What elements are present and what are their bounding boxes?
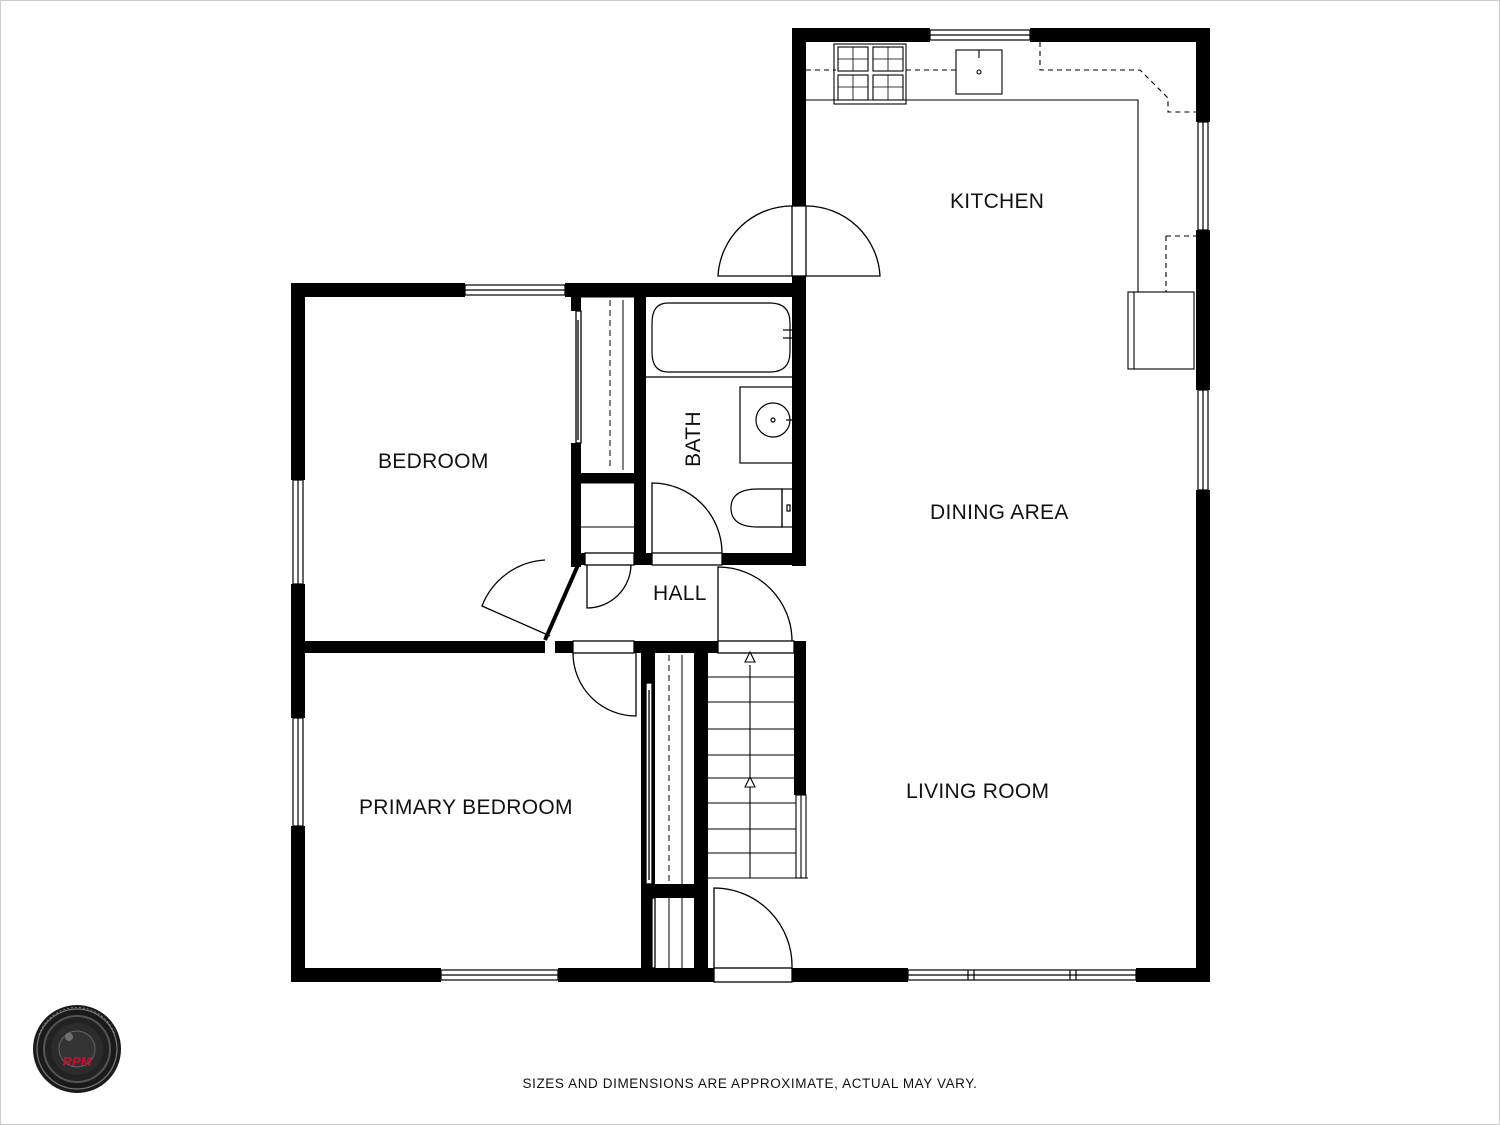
right-wall-a — [1196, 28, 1210, 122]
room-label-living: LIVING ROOM — [906, 780, 1050, 803]
door-swing-bedroom — [481, 559, 551, 637]
room-label-bath: BATH — [681, 411, 705, 467]
kitchen-left-wall-lower — [792, 276, 806, 566]
disclaimer-text: SIZES AND DIMENSIONS ARE APPROXIMATE, AC… — [522, 1076, 978, 1091]
room-label-kitchen: KITCHEN — [950, 190, 1045, 213]
kitchen-top-wall-a — [792, 28, 930, 42]
stair-arrow-lower — [744, 775, 756, 788]
kitchen-top-wall-b — [1030, 28, 1210, 42]
bath-sink-icon — [755, 402, 791, 438]
refrigerator-icon — [1127, 291, 1195, 370]
doors — [481, 205, 881, 983]
toilet-icon — [730, 488, 783, 528]
door-swing-bath — [651, 482, 723, 554]
left-wall-c — [291, 826, 305, 982]
stair-arrow-upper — [744, 650, 756, 663]
door-swing-hall — [717, 566, 793, 642]
right-wall-b — [1196, 230, 1210, 390]
room-label-bedroom: BEDROOM — [378, 450, 489, 473]
room-label-primary-bedroom: PRIMARY BEDROOM — [359, 796, 573, 819]
door-swing-closet — [586, 564, 632, 609]
stairs — [708, 650, 808, 879]
bottom-wall-left-b — [558, 968, 714, 982]
kitchen-left-wall-upper — [792, 28, 806, 206]
bottom-wall-mid — [792, 968, 908, 982]
logo-text: RPM — [63, 1054, 93, 1069]
bottom-wall-right — [1136, 968, 1210, 982]
bathtub — [651, 302, 791, 373]
left-top-wall-b — [565, 283, 806, 297]
bath-vanity — [739, 386, 797, 464]
kitchen-fixtures — [806, 42, 1196, 370]
stove-icon — [833, 43, 907, 105]
door-swing-primary — [572, 652, 637, 717]
door-swing-kitchen-left — [717, 205, 793, 277]
door-swing-entry — [713, 887, 793, 969]
left-top-wall-a — [291, 283, 465, 297]
room-label-hall: HALL — [653, 582, 707, 605]
bath-fixtures — [646, 302, 797, 528]
left-wall-a — [291, 283, 305, 480]
closets — [581, 296, 683, 968]
right-wall-c — [1196, 490, 1210, 982]
camera-lens-logo: RPM — [33, 1005, 121, 1093]
room-label-dining: DINING AREA — [930, 501, 1069, 524]
windows — [292, 29, 1209, 981]
door-swing-kitchen-right — [805, 205, 881, 277]
bottom-wall-left-a — [291, 968, 441, 982]
